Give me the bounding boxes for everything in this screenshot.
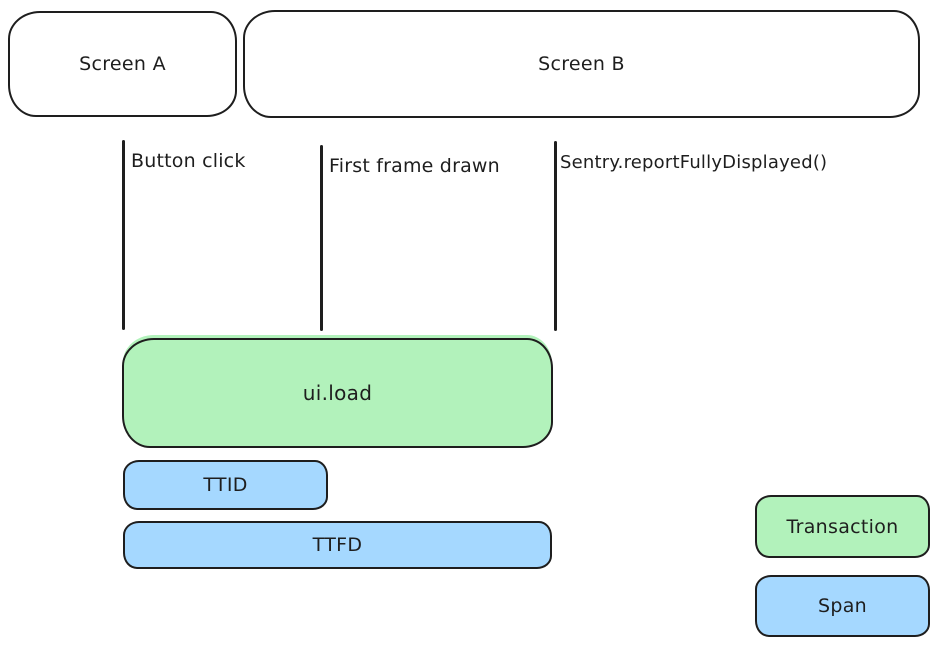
event-line-button-click bbox=[122, 140, 125, 330]
event-line-report-fully-displayed bbox=[554, 141, 557, 331]
ttid-label: TTID bbox=[203, 474, 248, 496]
legend-transaction-label: Transaction bbox=[786, 515, 899, 538]
ui-load-transaction-bar: ui.load bbox=[122, 338, 553, 448]
ttid-span-bar: TTID bbox=[123, 460, 328, 510]
event-label-button-click: Button click bbox=[131, 150, 246, 172]
screen-b-label: Screen B bbox=[538, 53, 625, 75]
event-label-first-frame-drawn: First frame drawn bbox=[329, 155, 500, 177]
screen-a-box: Screen A bbox=[8, 11, 237, 117]
event-label-report-fully-displayed: Sentry.reportFullyDisplayed() bbox=[560, 152, 828, 173]
legend-transaction-swatch: Transaction bbox=[755, 495, 930, 558]
screen-b-box: Screen B bbox=[243, 10, 920, 118]
ttfd-label: TTFD bbox=[312, 534, 363, 556]
event-line-first-frame-drawn bbox=[320, 145, 323, 331]
ttfd-span-bar: TTFD bbox=[123, 521, 552, 569]
screen-a-label: Screen A bbox=[79, 53, 166, 75]
ui-load-label: ui.load bbox=[302, 381, 373, 405]
legend-span-swatch: Span bbox=[755, 575, 930, 637]
legend-span-label: Span bbox=[817, 595, 867, 617]
